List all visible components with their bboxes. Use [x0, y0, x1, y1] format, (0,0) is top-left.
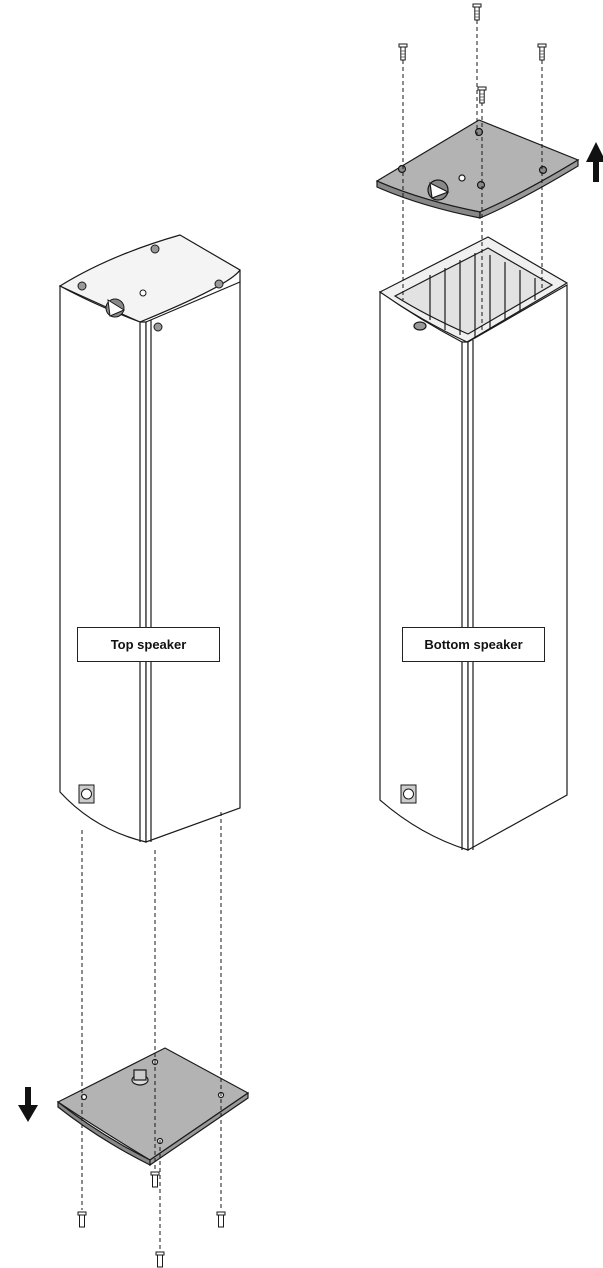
bottom-speaker-cabinet: [378, 236, 569, 852]
top-speaker-screw-guides: [81, 812, 222, 1250]
top-speaker-screws: [77, 1171, 226, 1268]
bottom-speaker-connector-icon: [400, 784, 417, 804]
arrow-up-icon: [586, 142, 603, 182]
bottom-speaker-label: Bottom speaker: [402, 627, 545, 662]
bottom-speaker-top-plate: [375, 119, 580, 219]
top-speaker-cabinet: [58, 234, 241, 843]
top-speaker-cap-details: [77, 244, 224, 332]
bottom-speaker-screws: [398, 3, 547, 104]
bottom-speaker-screw-guides: [402, 20, 543, 330]
arrow-down-icon: [18, 1087, 38, 1122]
top-speaker-bottom-plate: [56, 1047, 250, 1167]
top-speaker-connector-icon: [78, 784, 95, 804]
top-speaker-label: Top speaker: [77, 627, 220, 662]
